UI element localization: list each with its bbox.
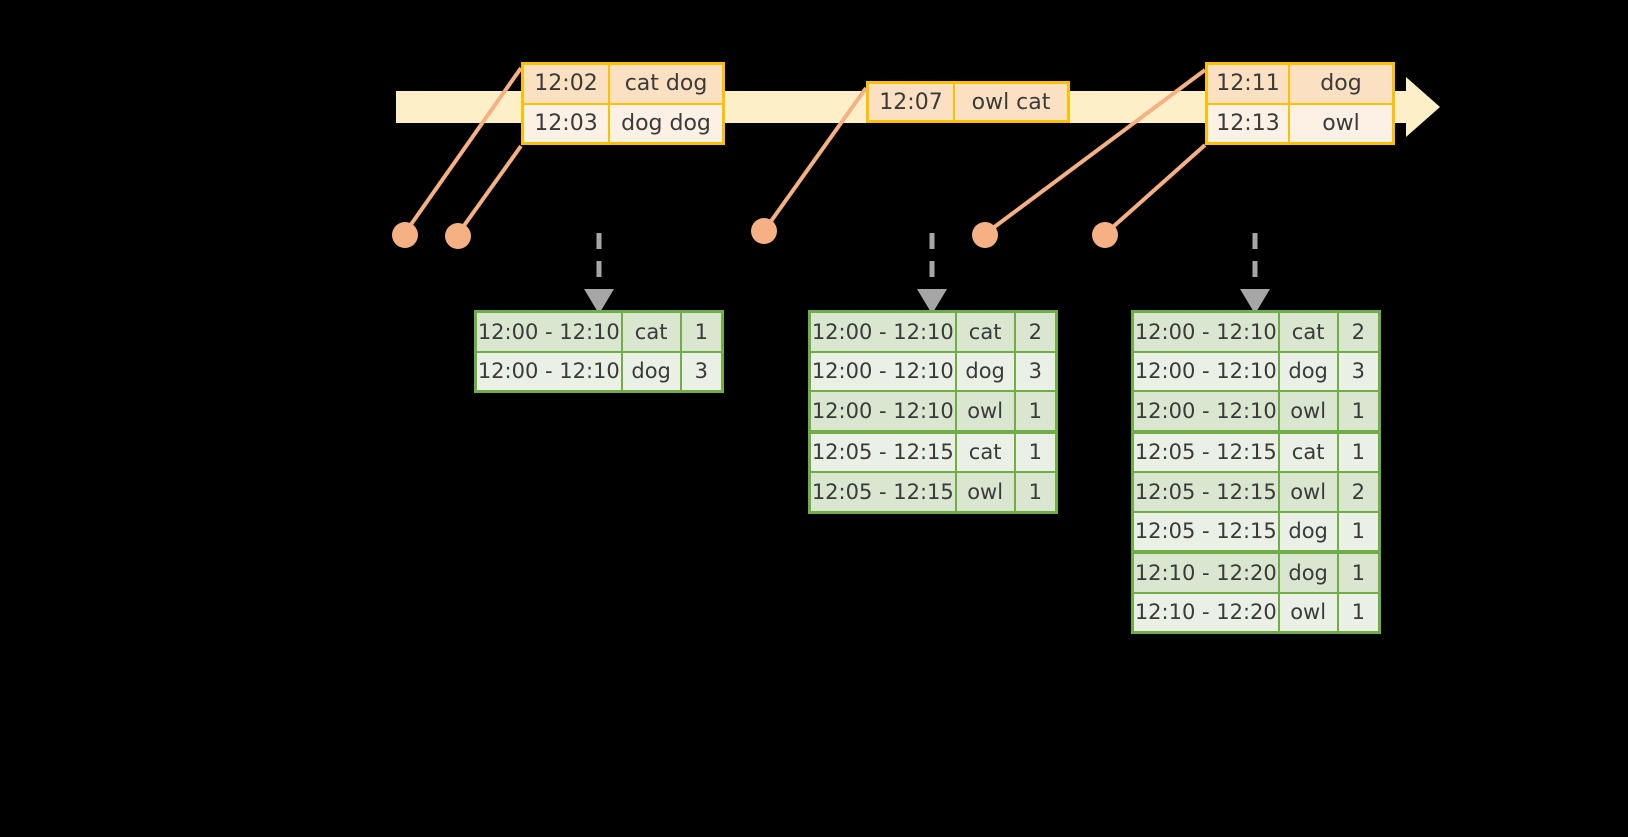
cell-window: 12:00 - 12:10 xyxy=(1134,352,1278,390)
event-words: owl cat xyxy=(971,89,1051,115)
cell-window: 12:00 - 12:10 xyxy=(1134,313,1278,351)
event-row[interactable]: 12:02 cat dog xyxy=(524,65,722,103)
cell-count: 1 xyxy=(681,313,721,351)
cell-word: cat xyxy=(956,433,1014,471)
cell-window: 12:10 - 12:20 xyxy=(1134,593,1278,631)
cell-count: 3 xyxy=(681,352,721,390)
cell-word: owl xyxy=(1279,593,1337,631)
cell-count: 1 xyxy=(1338,433,1378,471)
cell-count: 1 xyxy=(1015,392,1055,430)
event-dot-4 xyxy=(972,222,998,248)
event-row[interactable]: 12:07 owl cat xyxy=(869,84,1067,120)
event-words: cat dog xyxy=(624,71,708,97)
cell-word: cat xyxy=(1279,433,1337,471)
event-row[interactable]: 12:11 dog xyxy=(1208,65,1392,103)
cell-count: 3 xyxy=(1338,352,1378,390)
cell-word: dog xyxy=(956,352,1014,390)
event-group-1[interactable]: 12:02 cat dog 12:03 dog dog xyxy=(521,62,725,145)
cell-count: 1 xyxy=(1015,433,1055,471)
cell-window: 12:00 - 12:10 xyxy=(1134,392,1278,430)
event-dot-3 xyxy=(751,218,777,244)
cell-window: 12:00 - 12:10 xyxy=(811,352,955,390)
cell-word: owl xyxy=(1279,392,1337,430)
cell-count: 3 xyxy=(1015,352,1055,390)
cell-window: 12:05 - 12:15 xyxy=(1134,473,1278,511)
cell-word: owl xyxy=(956,392,1014,430)
event-dot-2 xyxy=(445,223,471,249)
event-words: dog dog xyxy=(621,110,711,136)
event-time: 12:13 xyxy=(1208,104,1290,142)
cell-window: 12:00 - 12:10 xyxy=(811,392,955,430)
cell-window: 12:00 - 12:10 xyxy=(477,313,621,351)
cell-word: dog xyxy=(1279,512,1337,550)
cell-word: cat xyxy=(1279,313,1337,351)
event-time: 12:02 xyxy=(524,65,610,103)
event-row[interactable]: 12:03 dog dog xyxy=(524,102,722,142)
timeline-arrowhead xyxy=(1406,77,1440,137)
cell-window: 12:00 - 12:10 xyxy=(811,313,955,351)
cell-word: owl xyxy=(956,473,1014,511)
event-time: 12:11 xyxy=(1208,65,1290,103)
event-words: owl xyxy=(1322,110,1360,136)
cell-count: 1 xyxy=(1338,392,1378,430)
cell-count: 1 xyxy=(1015,473,1055,511)
cell-word: owl xyxy=(1279,473,1337,511)
event-group-3[interactable]: 12:11 dog 12:13 owl xyxy=(1205,62,1395,145)
cell-count: 1 xyxy=(1338,512,1378,550)
cell-window: 12:05 - 12:15 xyxy=(811,433,955,471)
event-dot-1 xyxy=(392,222,418,248)
cell-window: 12:05 - 12:15 xyxy=(1134,512,1278,550)
cell-window: 12:00 - 12:10 xyxy=(477,352,621,390)
cell-word: dog xyxy=(1279,554,1337,592)
cell-word: cat xyxy=(622,313,680,351)
cell-count: 1 xyxy=(1338,593,1378,631)
cell-count: 2 xyxy=(1338,313,1378,351)
event-group-2[interactable]: 12:07 owl cat xyxy=(866,81,1070,123)
cell-window: 12:05 - 12:15 xyxy=(811,473,955,511)
cell-word: cat xyxy=(956,313,1014,351)
event-dot-5 xyxy=(1092,222,1118,248)
cell-count: 2 xyxy=(1338,473,1378,511)
cell-word: dog xyxy=(622,352,680,390)
event-time: 12:07 xyxy=(869,84,955,120)
event-row[interactable]: 12:13 owl xyxy=(1208,102,1392,142)
cell-count: 2 xyxy=(1015,313,1055,351)
cell-word: dog xyxy=(1279,352,1337,390)
event-words: dog xyxy=(1320,71,1362,97)
event-time: 12:03 xyxy=(524,104,610,142)
cell-count: 1 xyxy=(1338,554,1378,592)
cell-window: 12:10 - 12:20 xyxy=(1134,554,1278,592)
cell-window: 12:05 - 12:15 xyxy=(1134,433,1278,471)
